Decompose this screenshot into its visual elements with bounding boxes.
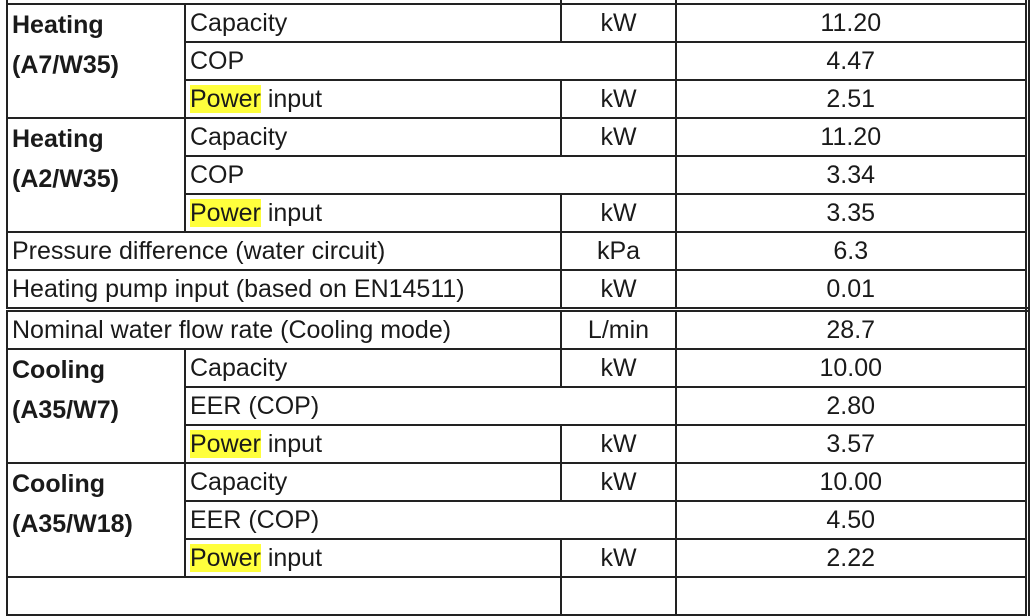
row-value: 4.50 [675, 500, 1030, 540]
row-value: 11.20 [675, 117, 1030, 157]
group-label-line2: (A35/W18) [12, 510, 133, 538]
table-row: Power input kW 3.57 [7, 424, 1030, 464]
row-unit: kW [560, 424, 677, 464]
table-row: Heating (A7/W35) Capacity kW 11.20 [6, 3, 1030, 119]
group-label-line1: Cooling [12, 356, 106, 384]
cell-empty [6, 0, 562, 5]
row-unit: kW [560, 462, 677, 502]
row-name: Pressure difference (water circuit) [6, 231, 562, 271]
row-value: 4.47 [675, 41, 1030, 81]
highlighted-text: Power [190, 85, 261, 113]
table-row: Pressure difference (water circuit) kPa … [6, 231, 1030, 271]
table-row: EER (COP) 2.80 [7, 386, 1030, 426]
row-value: 3.35 [675, 193, 1030, 233]
row-name: Capacity [184, 348, 562, 388]
row-name-rest: input [260, 544, 323, 572]
row-value: 2.80 [675, 386, 1030, 426]
row-name: Capacity [184, 117, 562, 157]
row-name: Capacity [184, 462, 562, 502]
row-value: 28.7 [675, 308, 1030, 350]
group-label-cooling-a35w18: Cooling (A35/W18) [6, 462, 186, 578]
table-row: Heating pump input (based on EN14511) kW… [6, 269, 1030, 312]
highlighted-text: Power [190, 199, 261, 227]
row-name: Power input [184, 538, 562, 578]
row-value: 6.3 [675, 231, 1030, 271]
cell-empty [560, 0, 677, 5]
spec-sheet: Heating (A7/W35) Capacity kW 11.20 COP 4… [6, 0, 1030, 616]
row-name: Power input [184, 424, 562, 464]
row-value: 10.00 [675, 348, 1030, 388]
cell-empty [6, 576, 562, 616]
group-label-line2: (A2/W35) [12, 165, 119, 193]
table-row: Heating (A2/W35) Capacity kW 11.20 [6, 117, 1030, 233]
table-row: Cooling (A35/W18) Capacity kW 10.00 [6, 462, 1030, 578]
row-name: Nominal water flow rate (Cooling mode) [6, 308, 562, 350]
row-name-rest: input [260, 430, 323, 458]
cell-empty [560, 576, 677, 616]
row-name: COP [184, 41, 677, 81]
row-name: Power input [184, 79, 562, 119]
table-row: Power input kW 2.22 [7, 538, 1030, 578]
row-unit: kW [560, 193, 677, 233]
row-unit: kW [560, 117, 677, 157]
group-label-line1: Heating [12, 125, 104, 153]
row-name-rest: input [260, 199, 323, 227]
specifications-table: Heating (A7/W35) Capacity kW 11.20 COP 4… [6, 0, 1030, 616]
row-name-rest: input [260, 85, 323, 113]
table-row: Nominal water flow rate (Cooling mode) L… [6, 308, 1030, 350]
table-row: Cooling (A35/W7) Capacity kW 10.00 [6, 348, 1030, 464]
row-unit: kW [560, 348, 677, 388]
row-value: 11.20 [675, 3, 1030, 43]
cell-empty [675, 576, 1030, 616]
group-label-heating-a2w35: Heating (A2/W35) [6, 117, 186, 233]
group-label-line1: Heating [12, 11, 104, 39]
row-name: Heating pump input (based on EN14511) [6, 269, 562, 312]
row-name: Power input [184, 193, 562, 233]
row-value: 0.01 [675, 269, 1030, 312]
table-row: EER (COP) 4.50 [7, 500, 1030, 540]
group-label-line2: (A35/W7) [12, 396, 119, 424]
row-unit: kW [560, 79, 677, 119]
table-row: Power input kW 2.51 [7, 79, 1030, 119]
row-unit: kW [560, 3, 677, 43]
row-value: 2.51 [675, 79, 1030, 119]
table-row-partial-bottom [6, 576, 1030, 616]
group-label-line2: (A7/W35) [12, 51, 119, 79]
row-name: EER (COP) [184, 500, 677, 540]
row-unit: kW [560, 269, 677, 312]
row-unit: kW [560, 538, 677, 578]
cell-empty [675, 0, 1030, 5]
row-unit: L/min [560, 308, 677, 350]
row-value: 2.22 [675, 538, 1030, 578]
group-label-cooling-a35w7: Cooling (A35/W7) [6, 348, 186, 464]
row-value: 3.34 [675, 155, 1030, 195]
row-unit: kPa [560, 231, 677, 271]
row-value: 3.57 [675, 424, 1030, 464]
row-name: Capacity [184, 3, 562, 43]
group-label-heating-a7w35: Heating (A7/W35) [6, 3, 186, 119]
row-name: EER (COP) [184, 386, 677, 426]
row-name: COP [184, 155, 677, 195]
row-value: 10.00 [675, 462, 1030, 502]
group-label-line1: Cooling [12, 470, 106, 498]
table-row: COP 4.47 [7, 41, 1030, 81]
table-row: Power input kW 3.35 [7, 193, 1030, 233]
highlighted-text: Power [190, 430, 261, 458]
table-row-partial-top [6, 0, 1030, 5]
highlighted-text: Power [190, 544, 261, 572]
table-row: COP 3.34 [7, 155, 1030, 195]
